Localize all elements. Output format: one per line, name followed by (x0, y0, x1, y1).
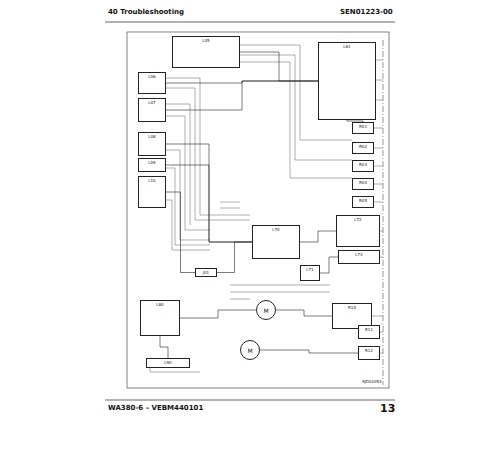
connector-name: R03 (358, 161, 368, 168)
connector-name: L61 (342, 43, 351, 50)
connector-name: R10 (347, 304, 357, 311)
motor-symbol: M (240, 340, 260, 360)
footer-model: WA380-6 – VEBM440101 (108, 404, 203, 412)
wire-connector (160, 336, 168, 358)
connector-name: J01 (202, 269, 210, 276)
connector-name: L71 (305, 266, 314, 273)
connector-box: L73 (338, 250, 380, 264)
connector-name: M (246, 347, 253, 354)
connector-box: L10 (138, 176, 166, 208)
connector-box: L90 (146, 358, 190, 368)
connector-name: L07 (147, 99, 156, 106)
footer-rule (105, 400, 395, 401)
connector-box: R04 (352, 178, 374, 190)
label-header: 40 Troubleshooting (108, 8, 184, 16)
connector-name: L09 (147, 159, 156, 166)
connector-box: R11 (358, 325, 380, 339)
connector-name: L73 (354, 251, 363, 258)
connector-box: L80 (140, 300, 180, 336)
connector-box: J01 (195, 268, 217, 277)
connector-box: L05 (172, 36, 240, 68)
connector-name: L80 (155, 301, 164, 308)
wire-connector (166, 192, 195, 273)
motor-symbol: M (256, 300, 276, 320)
wire-connector (320, 257, 338, 273)
connector-box: R02 (352, 142, 374, 154)
wire-connector (166, 165, 252, 242)
connector-name: L90 (163, 359, 172, 366)
header-rule (105, 22, 395, 23)
drawing-number: 9JD03053 (362, 379, 382, 384)
connector-name: R05 (358, 197, 368, 204)
connector-box: L08 (138, 132, 166, 156)
connector-box: R03 (352, 160, 374, 172)
wire-connector (276, 310, 332, 316)
connector-name: M (262, 307, 269, 314)
wire-connector (260, 350, 358, 353)
connector-name: R11 (364, 326, 374, 333)
connector-box: L70 (252, 225, 300, 259)
connector-name: R12 (364, 347, 374, 354)
connector-name: R02 (358, 143, 368, 150)
connector-name: L06 (147, 73, 156, 80)
connector-name: R04 (358, 179, 368, 186)
connector-name: L72 (353, 216, 362, 223)
wire-connector (300, 231, 336, 242)
connector-name: L08 (147, 133, 156, 140)
connector-box: R05 (352, 196, 374, 208)
connector-box: L07 (138, 98, 166, 122)
wire-connector (240, 52, 318, 81)
connector-box: L71 (300, 265, 320, 281)
wire-connector (166, 144, 252, 242)
wire-connector (180, 310, 256, 318)
wire-connector (217, 242, 252, 273)
document-number: SEN01223-00 (340, 8, 393, 16)
connector-box: L09 (138, 158, 166, 172)
connector-box: R01 (352, 122, 374, 134)
connector-name: L70 (271, 226, 280, 233)
diagram-frame (127, 32, 389, 388)
connector-name: L05 (201, 37, 210, 44)
connector-name: R01 (358, 123, 368, 130)
connector-box: L61 (318, 42, 376, 120)
wire-connector (166, 81, 318, 110)
page-number: 13 (380, 402, 395, 415)
connector-box: L06 (138, 72, 166, 94)
harness-line (383, 40, 384, 385)
connector-box: R12 (358, 346, 380, 360)
connector-name: L10 (147, 177, 156, 184)
connector-box: L72 (336, 215, 380, 247)
